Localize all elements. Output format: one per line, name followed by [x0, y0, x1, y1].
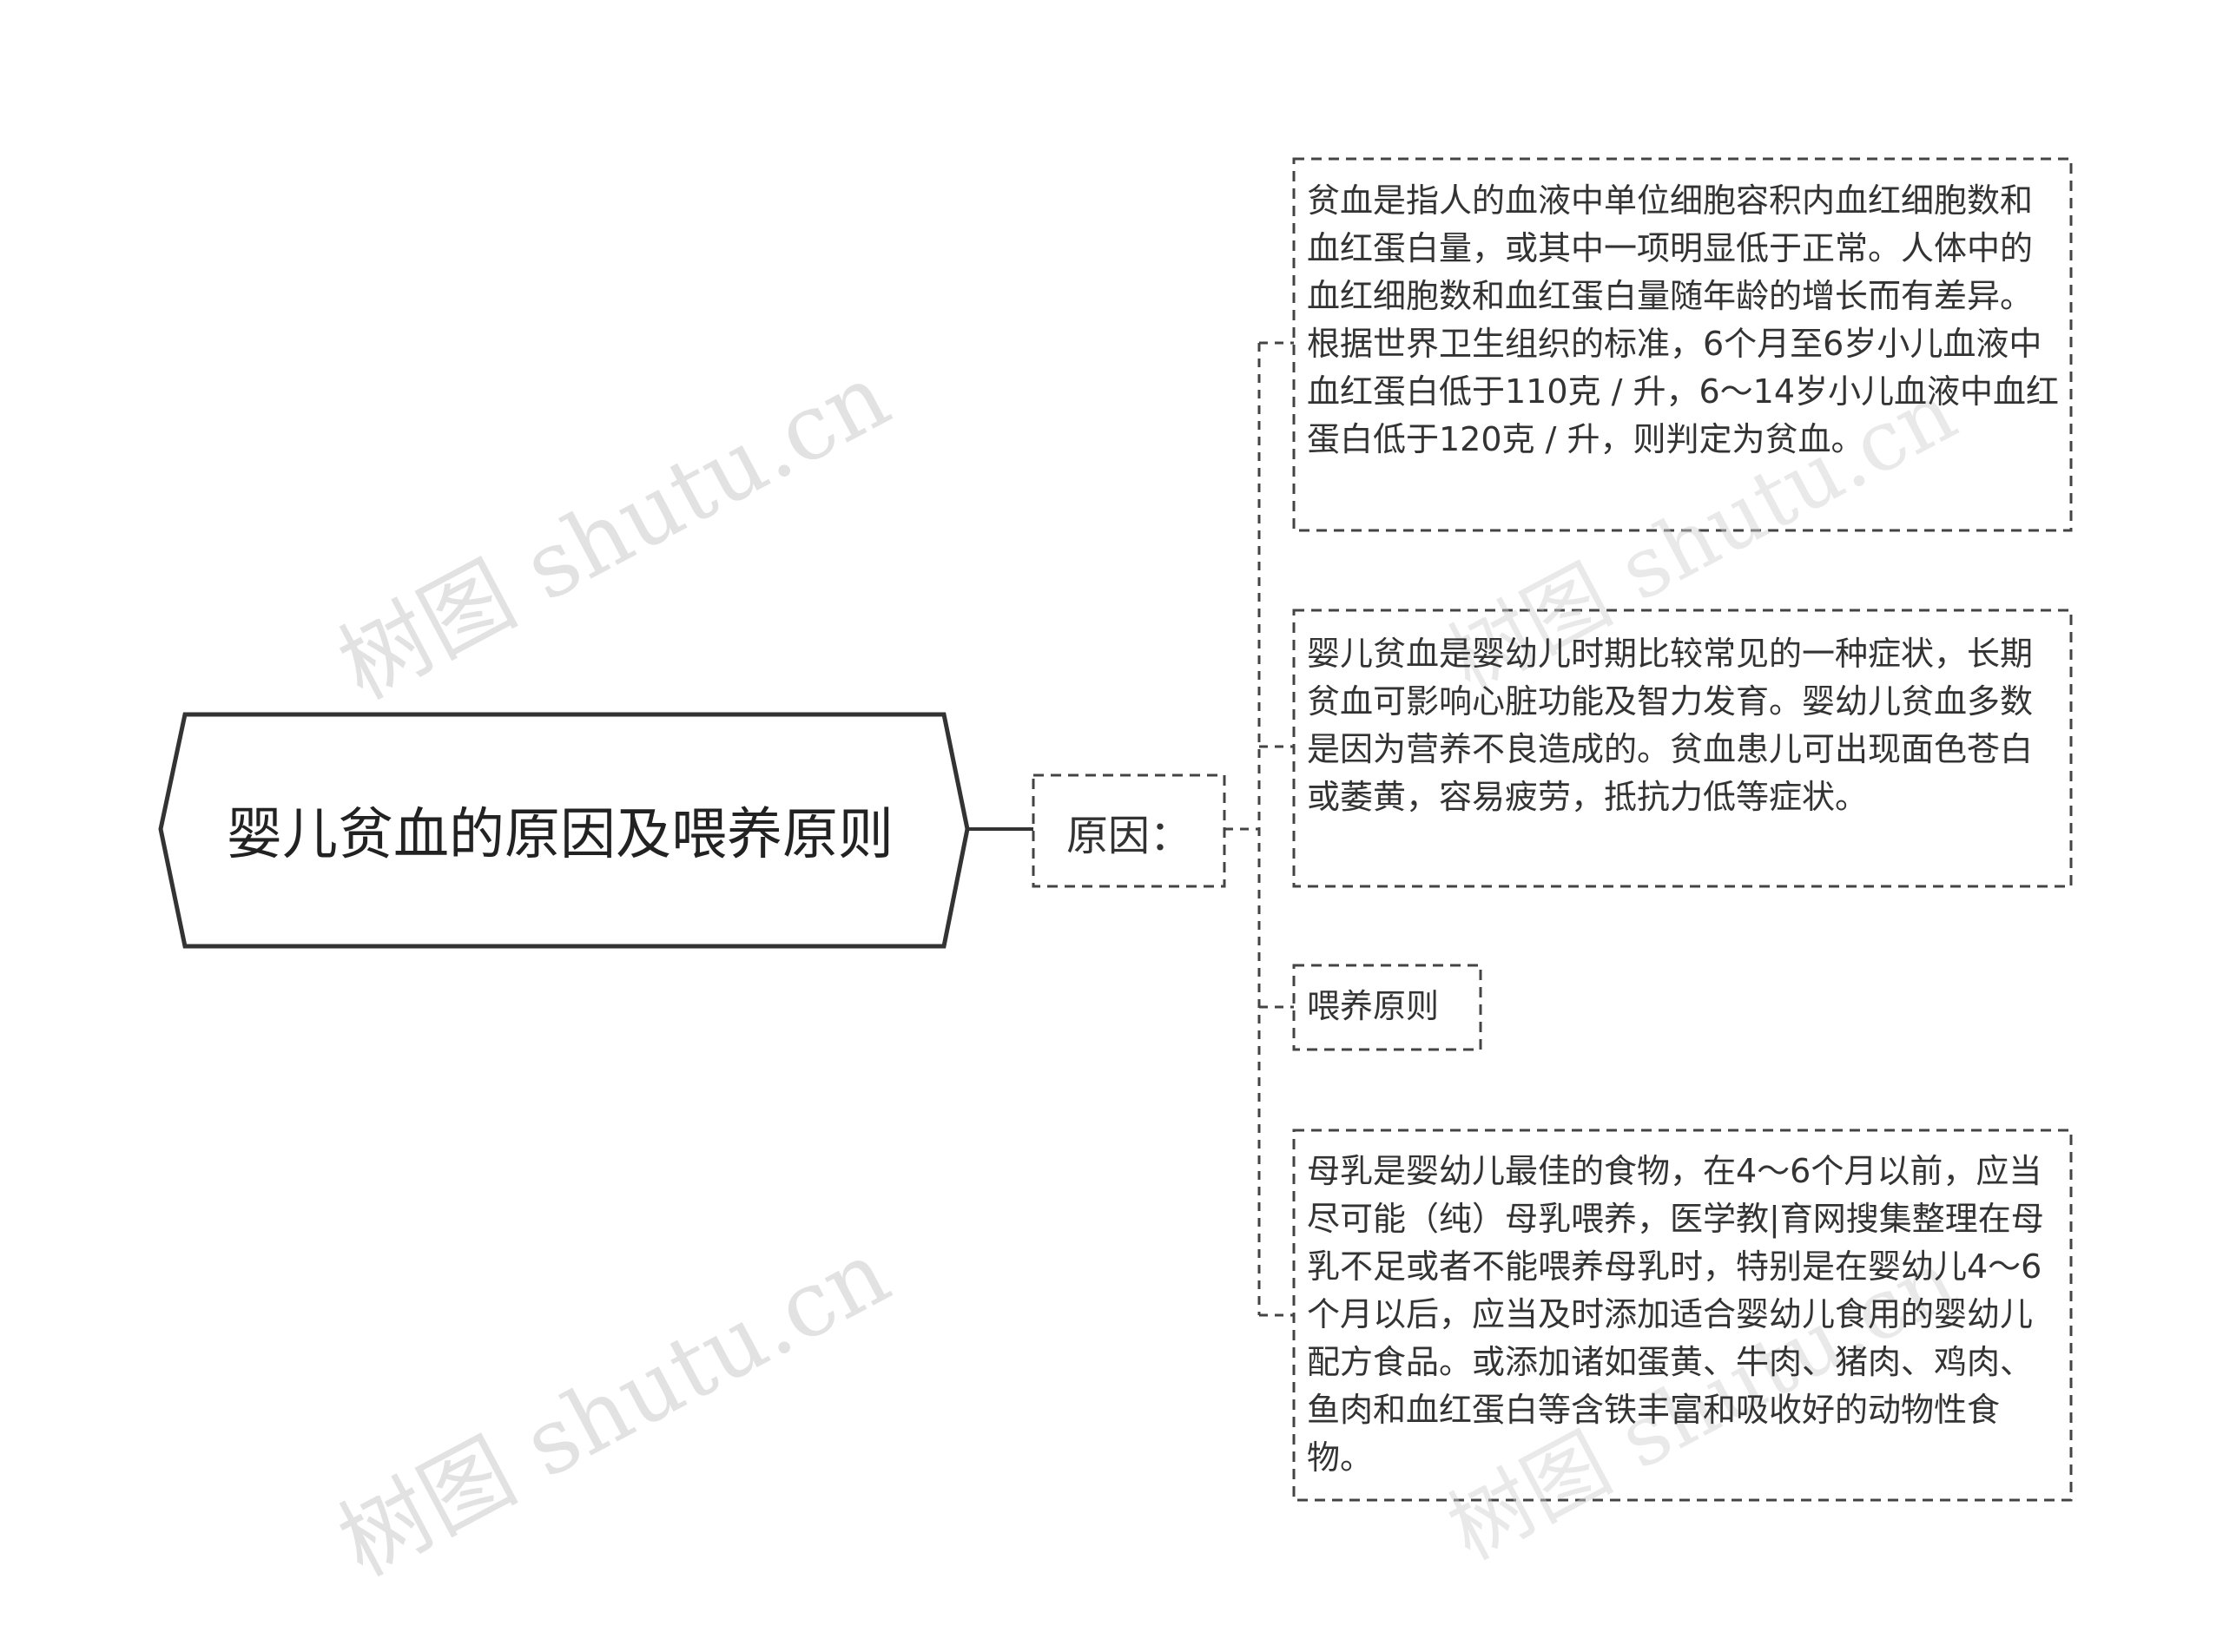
leaf-node-definition[interactable]: 贫血是指人的血液中单位细胞容积内血红细胞数和血红蛋白量，或其中一项明显低于正常。…	[1307, 181, 2060, 458]
leaf-box-1	[1292, 157, 2073, 532]
root-node-shape	[158, 712, 970, 949]
leaf-box-4	[1292, 1129, 2073, 1502]
leaf-node-breastfeeding[interactable]: 母乳是婴幼儿最佳的食物，在4～6个月以前，应当尽可能（纯）母乳喂养，医学教|育网…	[1307, 1152, 2044, 1477]
leaf-box-3	[1292, 964, 1482, 1051]
leaf-node-infant-anemia[interactable]: 婴儿贫血是婴幼儿时期比较常见的一种症状，长期贫血可影响心脏功能及智力发育。婴幼儿…	[1307, 635, 2034, 816]
category-node-label[interactable]: 原因：	[1065, 812, 1191, 860]
category-node-shape	[1032, 773, 1226, 888]
leaf-box-2	[1292, 609, 2073, 888]
root-node-title[interactable]: 婴儿贫血的原因及喂养原则	[227, 803, 894, 867]
leaf-node-feeding-principle[interactable]: 喂养原则	[1307, 987, 1440, 1025]
